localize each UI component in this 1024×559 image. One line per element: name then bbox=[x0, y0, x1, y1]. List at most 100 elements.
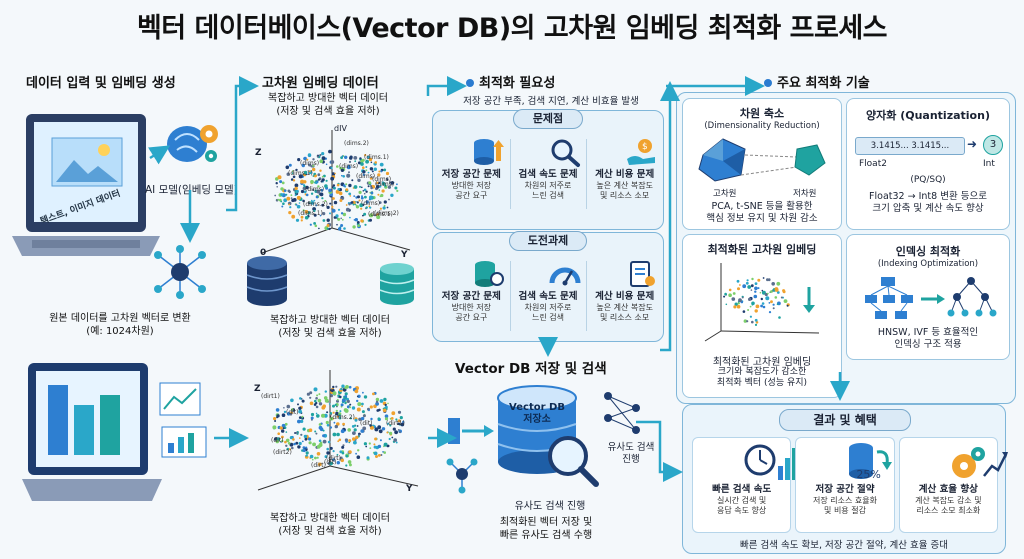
scatter-point bbox=[279, 426, 283, 430]
scatter-point bbox=[295, 168, 298, 172]
scatter-point bbox=[369, 177, 373, 180]
scatter-point bbox=[373, 214, 377, 217]
problem-desc-line2: 공간 요구 bbox=[455, 191, 488, 200]
scatter-point bbox=[331, 208, 336, 213]
scatter-point bbox=[367, 155, 370, 159]
scatter-point bbox=[316, 444, 321, 449]
scatter-point bbox=[761, 302, 765, 305]
scatter-point bbox=[324, 398, 329, 403]
scatter-point bbox=[344, 392, 348, 396]
scatter-point bbox=[329, 461, 333, 466]
quantization-method: (PQ/SQ) bbox=[910, 175, 946, 185]
challenge-title: 계산 비용 문제 bbox=[595, 291, 655, 302]
scatter-point bbox=[352, 203, 355, 206]
scatter-point bbox=[310, 416, 314, 420]
scatter-point bbox=[348, 203, 351, 206]
scatter-point bbox=[399, 431, 401, 434]
scatter-point bbox=[308, 437, 312, 441]
dimreduction-title: 차원 축소 bbox=[739, 107, 785, 120]
scatter-point bbox=[362, 426, 367, 431]
scatter-point bbox=[281, 439, 284, 443]
scatter-point bbox=[757, 278, 761, 282]
scatter-point bbox=[276, 186, 278, 188]
scatter-point bbox=[395, 418, 398, 421]
scatter-point bbox=[359, 185, 361, 188]
scatter-point bbox=[308, 428, 313, 432]
scatter-point bbox=[334, 172, 336, 175]
scatter-point bbox=[360, 162, 364, 166]
scatter-point bbox=[321, 197, 324, 200]
scatter-point bbox=[393, 438, 397, 442]
scatter-point bbox=[364, 154, 367, 157]
scatter-point bbox=[754, 318, 758, 322]
scatter-point bbox=[370, 191, 374, 195]
scatter-point bbox=[365, 445, 368, 448]
scatter-point bbox=[759, 291, 762, 294]
scatter-point bbox=[288, 203, 291, 206]
scatter-point bbox=[749, 305, 752, 308]
scatter-point bbox=[316, 189, 321, 194]
indexing-subtitle: (Indexing Optimization) bbox=[877, 259, 979, 269]
scatter-point bbox=[348, 192, 352, 196]
scatter-point bbox=[396, 183, 398, 186]
scatter-point bbox=[357, 402, 362, 407]
scatter-point bbox=[760, 304, 763, 308]
scatter-point bbox=[363, 188, 367, 192]
dims-label: (dirt) bbox=[326, 455, 341, 462]
scatter-point bbox=[324, 199, 327, 202]
scatter-point bbox=[334, 424, 338, 429]
scatter-point bbox=[369, 167, 374, 171]
scatter-point bbox=[326, 447, 329, 451]
scatter-point bbox=[345, 440, 348, 443]
scatter-point bbox=[774, 296, 778, 299]
scatter-point bbox=[275, 182, 278, 185]
scatter-point bbox=[733, 305, 737, 309]
scatter-point bbox=[322, 219, 326, 222]
scatter-point bbox=[327, 440, 331, 444]
scatter-point bbox=[322, 434, 326, 438]
scatter-point bbox=[377, 425, 382, 430]
scatter-point bbox=[348, 385, 352, 389]
scatter-point bbox=[739, 284, 741, 286]
scatter-point bbox=[326, 224, 330, 227]
scatter-point bbox=[313, 213, 317, 217]
scatter-point bbox=[316, 394, 319, 397]
scatter-point bbox=[370, 161, 373, 164]
results-heading: 결과 및 혜택 bbox=[779, 409, 911, 431]
scatter-point bbox=[387, 402, 389, 405]
scatter-point bbox=[332, 197, 335, 200]
scatter-point bbox=[341, 155, 344, 157]
scatter-point bbox=[337, 227, 342, 231]
scatter-point bbox=[329, 412, 333, 415]
scatter-point bbox=[319, 153, 322, 157]
scatter-point bbox=[358, 417, 362, 421]
scatter-point bbox=[379, 195, 382, 198]
scatter-point bbox=[368, 442, 371, 445]
scatter-point bbox=[749, 315, 752, 318]
scatter-point bbox=[352, 431, 356, 435]
scatter-point bbox=[300, 179, 305, 184]
indexing-title: 인덱싱 최적화 bbox=[895, 245, 961, 258]
scatter-point bbox=[358, 190, 362, 194]
index-tree-icon bbox=[865, 277, 997, 319]
scatter-point bbox=[376, 185, 380, 189]
similarity-label-line1: 유사도 검색 bbox=[607, 442, 655, 453]
scatter-point bbox=[319, 169, 322, 172]
scatter-point bbox=[285, 165, 290, 170]
scatter-point bbox=[377, 417, 381, 421]
scatter-point bbox=[397, 429, 400, 431]
scatter-point bbox=[760, 297, 763, 301]
scatter-point bbox=[388, 437, 391, 441]
scatter-point bbox=[336, 398, 339, 401]
quantization-output: 3 bbox=[983, 135, 1003, 155]
scatter-point bbox=[348, 463, 352, 467]
scatter-point bbox=[754, 286, 758, 291]
scatter-point bbox=[368, 205, 371, 208]
scatter-point bbox=[336, 165, 339, 168]
scatter-point bbox=[329, 212, 331, 215]
database-icon-left bbox=[246, 256, 288, 306]
scatter-point bbox=[371, 170, 374, 173]
